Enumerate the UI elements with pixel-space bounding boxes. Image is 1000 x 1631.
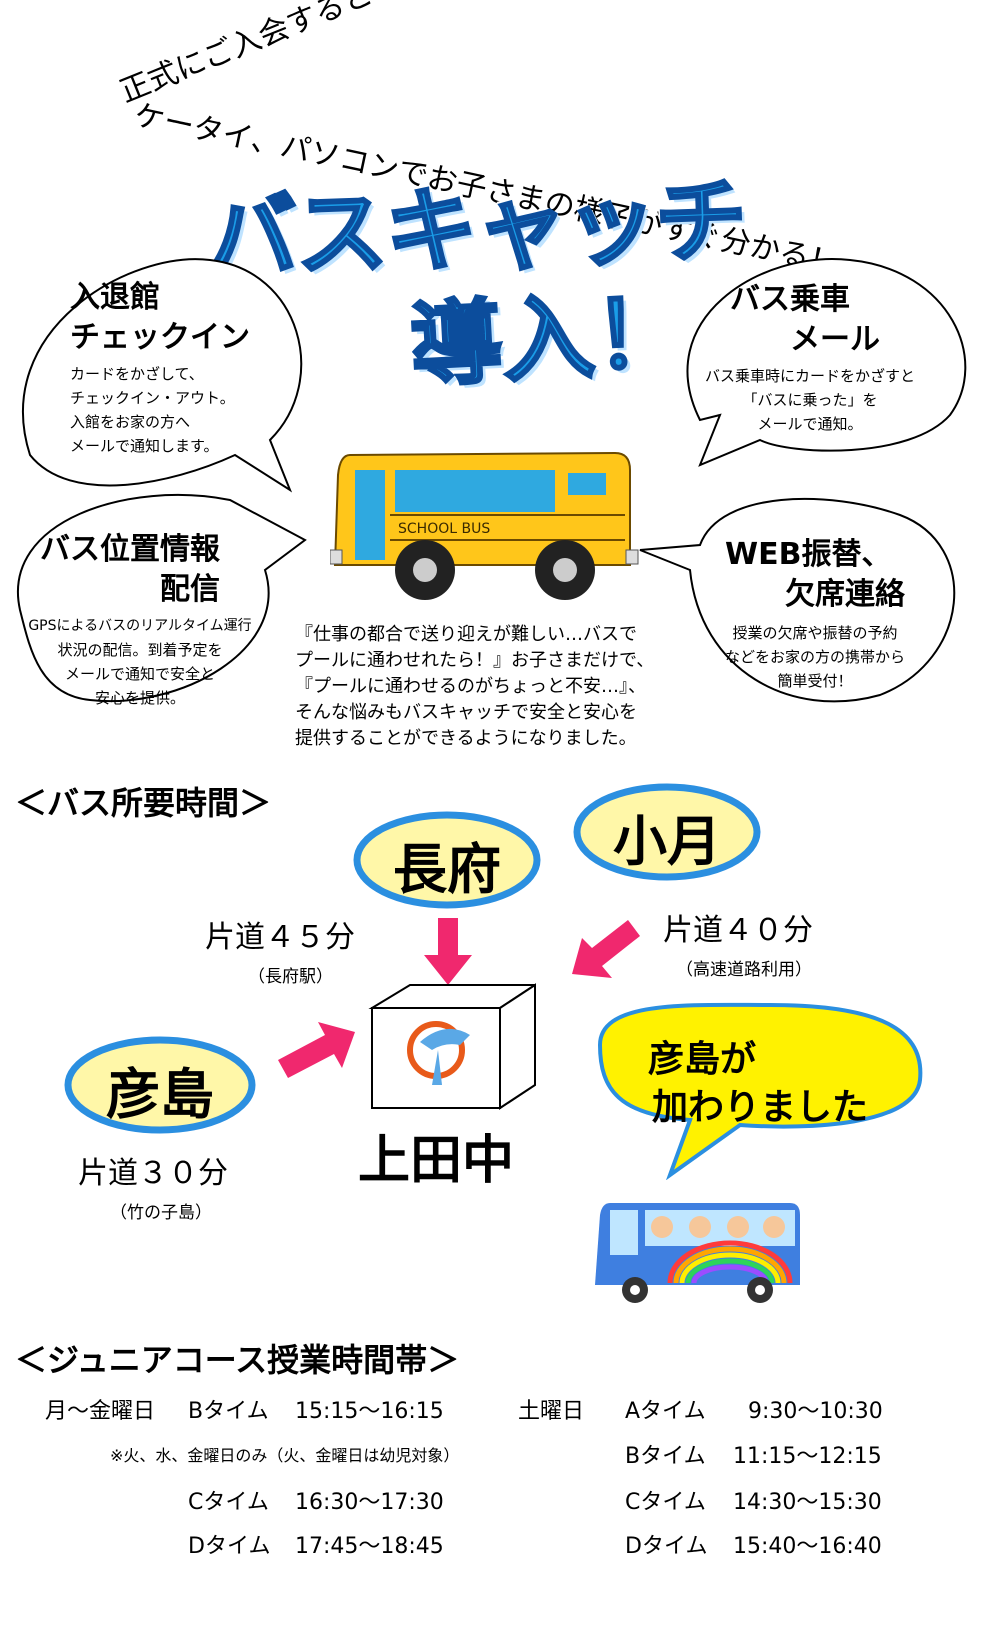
- oval-hikoshima: 彦島: [106, 1063, 214, 1126]
- note-nagafu: （長府駅）: [248, 967, 333, 987]
- bubble-busmail-b1: バス乗車時にカードをかざすと: [704, 367, 915, 385]
- schedule-right-slot-1: Aタイム: [625, 1399, 706, 1424]
- rainbow-bus-illustration: [595, 1203, 800, 1303]
- bubble-checkin-b1: カードをかざして、: [70, 365, 204, 383]
- bubble-busmail: バス乗車 メール バス乗車時にカードをかざすと 「バスに乗った」を メールで通知…: [690, 280, 930, 436]
- bubble-gps-b1: GPSによるバスのリアルタイム運行: [28, 618, 252, 634]
- schedule-right-time-1: 9:30～10:30: [748, 1399, 883, 1424]
- schedule-saturday-label: 土曜日: [518, 1399, 585, 1424]
- schedule-right-time-2: 11:15～12:15: [733, 1444, 882, 1469]
- bubble-checkin-b2: チェックイン・アウト。: [70, 389, 235, 407]
- oval-ozuki: 小月: [613, 810, 721, 873]
- bubble-web-b3: 簡単受付！: [777, 672, 853, 690]
- intro-line3: 『プールに通わせるのがちょっと不安…』、: [295, 676, 646, 697]
- time-ozuki: 片道４０分: [663, 913, 813, 948]
- location-ovals: [64, 783, 923, 1180]
- bubble-web: WEB振替、 欠席連絡 授業の欠席や振替の予約 などをお家の方の携帯から 簡単受…: [700, 535, 930, 693]
- schedule-left-slot-1: Bタイム: [188, 1399, 269, 1424]
- schedule-left-slot-3: Dタイム: [188, 1534, 271, 1559]
- schedule-left-slot-2: Cタイム: [188, 1490, 269, 1515]
- schedule-note: ※火、水、金曜日のみ（火、金曜日は幼児対象）: [110, 1446, 460, 1465]
- bubble-busmail-h1: バス乗車: [730, 282, 850, 317]
- time-nagafu: 片道４５分: [205, 920, 355, 955]
- bubble-web-b1: 授業の欠席や振替の予約: [732, 624, 898, 642]
- note-ozuki: （高速道路利用）: [676, 960, 812, 980]
- bubble-checkin: 入退館 チェックイン カードをかざして、 チェックイン・アウト。 入館をお家の方…: [70, 278, 250, 458]
- bubble-web-b2: などをお家の方の携帯から: [724, 648, 905, 666]
- intro-line1: 『仕事の都合で送り迎えが難しい…バスで: [295, 624, 637, 645]
- bubble-checkin-b3: 入館をお家の方へ: [70, 413, 191, 431]
- note-hikoshima: （竹の子島）: [110, 1203, 212, 1223]
- notice-line2: 加わりました: [652, 1087, 869, 1128]
- notice-line1: 彦島が: [648, 1039, 757, 1080]
- bubble-checkin-h2: チェックイン: [70, 320, 250, 355]
- intro-paragraph: 『仕事の都合で送り迎えが難しい…バスで プールに通わせれたら！』お子さまだけで、…: [295, 622, 675, 752]
- bubble-web-h2: 欠席連絡: [785, 577, 905, 612]
- schedule-left-time-2: 16:30～17:30: [295, 1490, 444, 1515]
- bubble-busmail-b2: 「バスに乗った」を: [742, 391, 878, 409]
- bubble-gps-h1: バス位置情報: [40, 532, 220, 567]
- schedule-right-slot-3: Cタイム: [625, 1490, 706, 1515]
- bubble-gps: バス位置情報 配信 GPSによるバスのリアルタイム運行 状況の配信。到着予定を …: [20, 530, 260, 710]
- schedule-right-slot-2: Bタイム: [625, 1444, 706, 1469]
- schedule-left-time-3: 17:45～18:45: [295, 1534, 444, 1559]
- bubble-busmail-h2: メール: [790, 322, 880, 357]
- bus-label: SCHOOL BUS: [398, 521, 490, 537]
- intro-line5: 提供することができるようになりました。: [295, 728, 637, 749]
- bubble-checkin-b4: メールで通知します。: [70, 437, 219, 455]
- bubble-gps-b2: 状況の配信。到着予定を: [57, 641, 223, 659]
- school-bus-illustration: SCHOOL BUS: [330, 451, 639, 600]
- bubble-busmail-b3: メールで通知。: [757, 415, 863, 433]
- bubble-checkin-h1: 入退館: [70, 280, 160, 315]
- speech-bubbles-bg: [17, 258, 967, 703]
- bubble-gps-b4: 安心を提供。: [94, 689, 185, 707]
- schedule-right-time-4: 15:40～16:40: [733, 1534, 882, 1559]
- oval-nagafu: 長府: [393, 838, 501, 901]
- intro-line2: プールに通わせれたら！』お子さまだけで、: [295, 650, 655, 671]
- bubble-web-h1: WEB振替、: [725, 537, 892, 572]
- schedule-right-time-3: 14:30～15:30: [733, 1490, 882, 1515]
- intro-line4: そんな悩みもバスキャッチで安全と安心を: [295, 702, 637, 723]
- schedule-weekday-label: 月～金曜日: [45, 1399, 156, 1424]
- bubble-gps-h2: 配信: [160, 572, 220, 607]
- destination-label: 上田中: [358, 1131, 515, 1191]
- schedule-left-time-1: 15:15～16:15: [295, 1399, 444, 1424]
- bubble-gps-b3: メールで通知で安全と: [64, 665, 215, 683]
- bus-time-heading: ＜バス所要時間＞: [15, 784, 272, 822]
- time-hikoshima: 片道３０分: [78, 1156, 228, 1191]
- schedule-heading: ＜ジュニアコース授業時間帯＞: [15, 1341, 460, 1379]
- schedule-right-slot-4: Dタイム: [625, 1534, 708, 1559]
